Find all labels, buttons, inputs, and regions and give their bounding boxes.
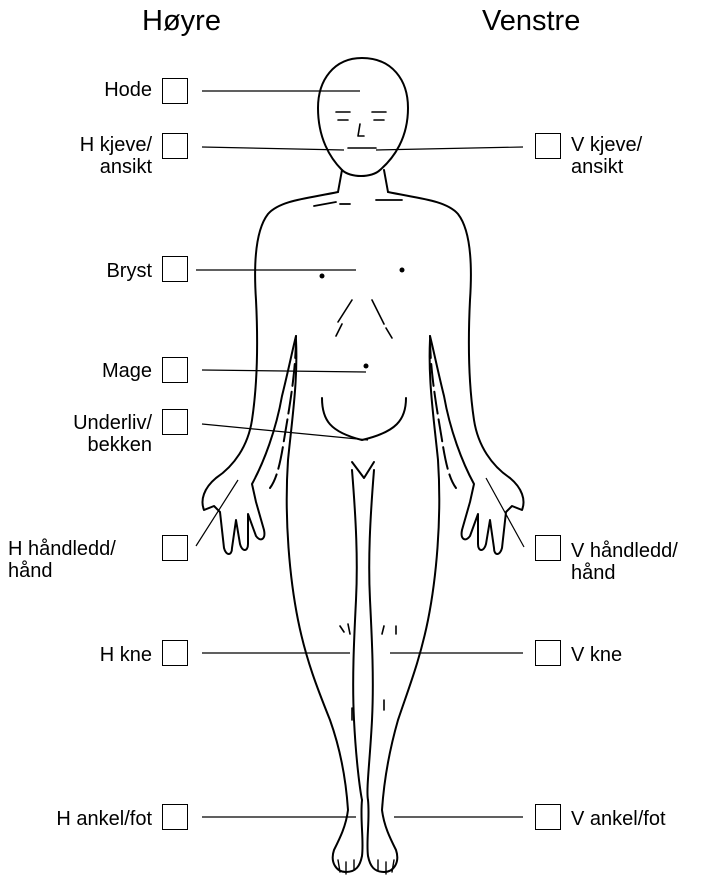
chest-lines	[336, 300, 392, 338]
checkbox-h-kjeve[interactable]	[162, 133, 188, 159]
leader-lines	[196, 91, 524, 817]
left-side-leg	[367, 340, 439, 872]
inseam	[352, 470, 374, 800]
checkbox-h-ankel[interactable]	[162, 804, 188, 830]
clavicle	[314, 200, 402, 206]
head-outline	[318, 58, 408, 176]
label-bryst: Bryst	[106, 260, 152, 282]
checkbox-bryst[interactable]	[162, 256, 188, 282]
label-hode: Hode	[104, 79, 152, 101]
header-left-side: Venstre	[482, 4, 580, 38]
waist-curve	[322, 398, 406, 440]
label-v-kjeve: V kjeve/ansikt	[571, 134, 642, 178]
header-right-side: Høyre	[142, 4, 221, 38]
torso-outline	[203, 192, 339, 554]
label-mage: Mage	[102, 360, 152, 382]
checkbox-v-hand[interactable]	[535, 535, 561, 561]
checkbox-underliv[interactable]	[162, 409, 188, 435]
right-side-leg	[287, 340, 363, 872]
groin	[352, 462, 374, 478]
checkbox-hode[interactable]	[162, 78, 188, 104]
face-features	[336, 112, 386, 148]
checkbox-mage[interactable]	[162, 357, 188, 383]
label-underliv: Underliv/bekken	[73, 412, 152, 456]
label-v-hand: V håndledd/hånd	[571, 540, 678, 584]
torso-outline-right	[388, 192, 524, 554]
knee-marks	[340, 624, 396, 720]
checkbox-v-ankel[interactable]	[535, 804, 561, 830]
label-h-kjeve: H kjeve/ansikt	[80, 134, 152, 178]
toes	[338, 860, 394, 874]
checkbox-h-kne[interactable]	[162, 640, 188, 666]
checkbox-v-kjeve[interactable]	[535, 133, 561, 159]
label-v-kne: V kne	[571, 644, 622, 666]
label-h-kne: H kne	[100, 644, 152, 666]
checkbox-h-hand[interactable]	[162, 535, 188, 561]
label-h-hand: H håndledd/hånd	[8, 538, 116, 582]
checkbox-v-kne[interactable]	[535, 640, 561, 666]
label-v-ankel: V ankel/fot	[571, 808, 666, 830]
label-h-ankel: H ankel/fot	[56, 808, 152, 830]
